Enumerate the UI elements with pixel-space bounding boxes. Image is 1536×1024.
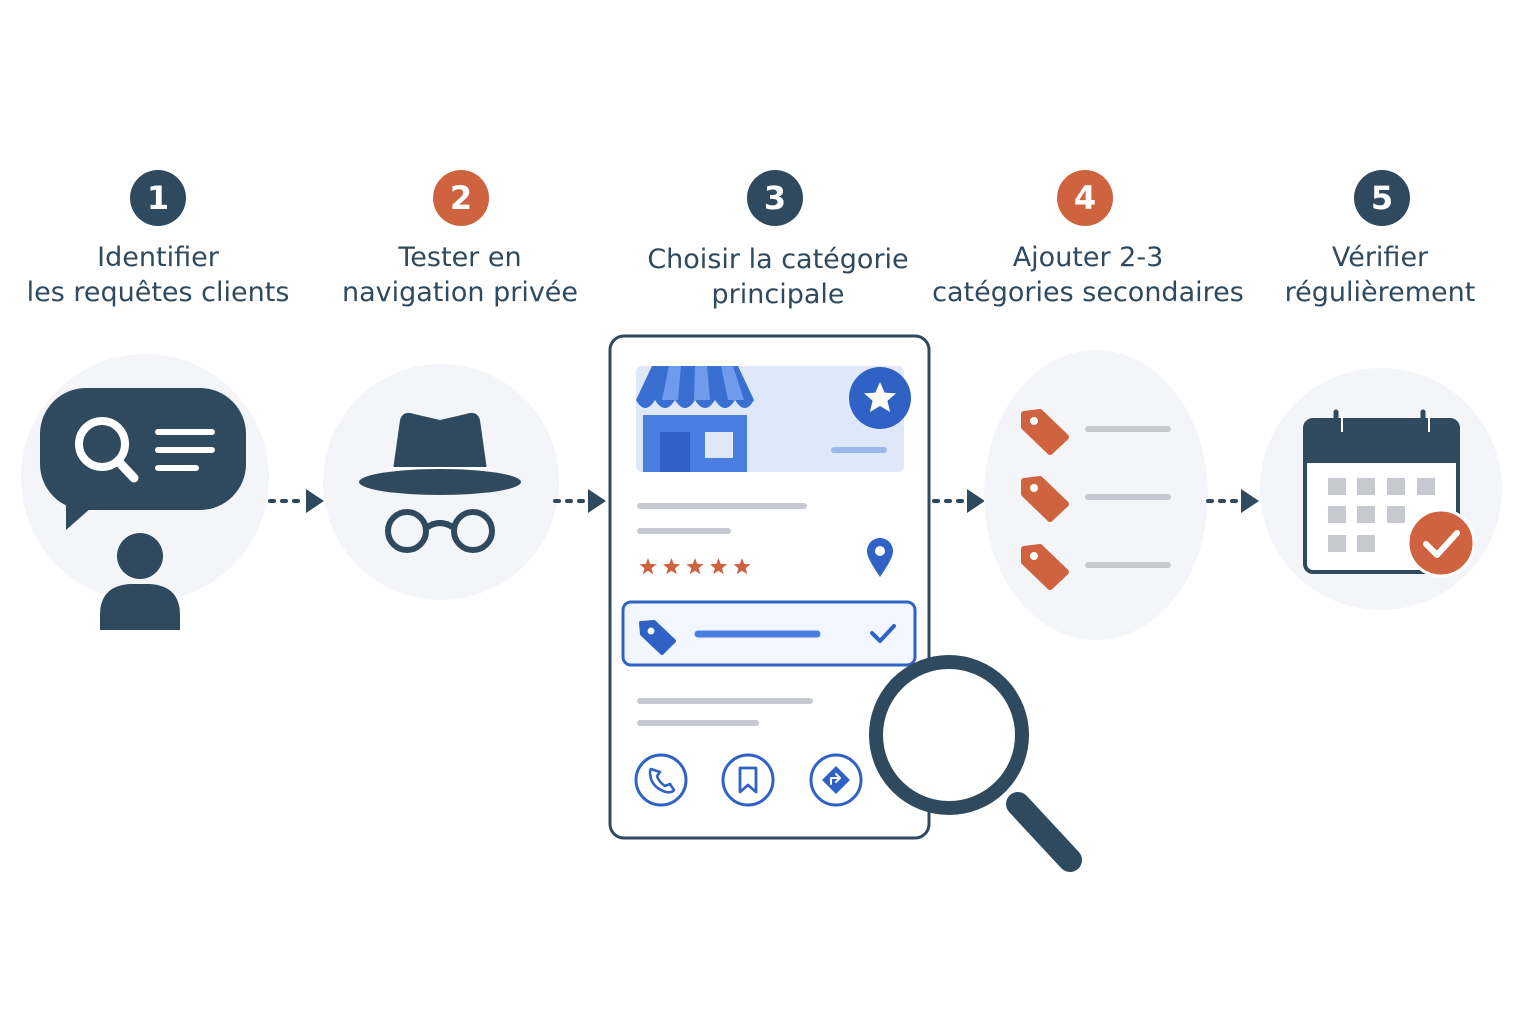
arrow-icon-2 [553,489,606,513]
step-1-badge: 1 [130,170,186,226]
calendar-day-cell [1357,478,1375,495]
step-4-illustration [984,350,1208,640]
step-2-title-line2: navigation privée [341,277,579,308]
rating-stars [639,558,751,575]
phone-icon [634,753,688,807]
step-4-badge: 4 [1057,170,1113,226]
step-5-title-line1: Vérifier [1331,242,1429,273]
calendar-check-icon [1406,508,1476,578]
step-3-title-line1: Choisir la catégorie [647,244,909,275]
star-icon [733,558,751,575]
step-1-title-line2: les requêtes clients [26,277,290,308]
tag-icon [1021,409,1069,455]
arrow-icon-3 [932,489,985,513]
step-1-illustration [21,354,269,630]
bookmark-icon [721,753,775,807]
step-2-title-line1: Tester en [398,242,522,273]
step-5-illustration [1260,368,1502,610]
star-icon [639,558,657,575]
calendar-day-cell [1387,478,1405,495]
star-icon [662,558,681,575]
tag-icon [1021,544,1069,590]
magnifier-icon [869,655,1082,872]
tag-icon [1021,476,1069,522]
star-badge-icon [849,367,911,429]
chat-search-icon [40,388,246,530]
calendar-day-cell [1328,478,1346,495]
step-3-title: Choisir la catégorie principale [618,242,938,312]
step-3-title-line2: principale [711,279,845,310]
calendar-day-cell [1328,535,1346,552]
step-5-title-line2: régulièrement [1284,277,1476,308]
check-icon [870,624,896,643]
star-icon [686,558,704,575]
step-1-title-line1: Identifier [97,242,219,273]
glasses-icon [385,509,495,553]
arrow-icon-4 [1206,489,1259,513]
step-5-badge: 5 [1354,170,1410,226]
calendar-day-cell [1387,506,1405,523]
step-2-title: Tester en navigation privée [300,240,620,310]
step-3-badge: 3 [747,170,803,226]
map-pin-icon [867,538,893,577]
step-4-title-line2: catégories secondaires [932,277,1244,308]
step-1-title: Identifier les requêtes clients [0,240,318,310]
store-icon [636,366,754,472]
arrow-icon-1 [268,489,324,513]
step-2-illustration [323,364,559,600]
tag-icon [639,620,676,655]
calendar-day-cell [1357,506,1375,523]
incognito-hat-icon [359,412,521,495]
step-5-title: Vérifier régulièrement [1220,240,1536,310]
star-icon [709,558,728,575]
step-4-title: Ajouter 2-3 catégories secondaires [928,240,1248,310]
step-4-title-line1: Ajouter 2-3 [1012,242,1164,273]
step-2-badge: 2 [433,170,489,226]
calendar-day-cell [1417,478,1435,495]
step-3-illustration [608,334,931,840]
calendar-day-cell [1357,535,1375,552]
directions-icon [809,753,863,807]
user-icon [100,533,180,630]
calendar-day-cell [1328,506,1346,523]
